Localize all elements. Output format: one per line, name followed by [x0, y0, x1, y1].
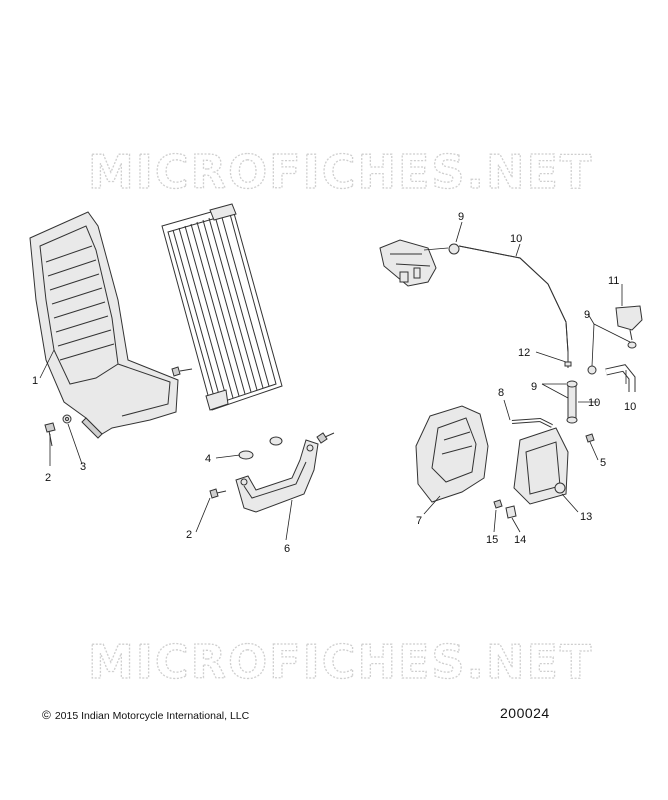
washer-left	[62, 414, 72, 424]
watermark-top: MICROFICHES.NET	[87, 144, 593, 199]
callout-2: 2	[186, 529, 192, 541]
coolant-hose-right	[605, 364, 636, 392]
callout-8: 8	[498, 387, 504, 399]
bolt-left	[44, 422, 56, 447]
fastener-radiator	[171, 366, 193, 377]
coolant-reservoir	[513, 427, 569, 505]
leader-lines	[39, 221, 631, 541]
copyright-notice: ©2015 Indian Motorcycle International, L…	[42, 708, 249, 722]
callout-13: 13	[580, 511, 592, 523]
radiator-core	[161, 203, 283, 411]
callout-4: 4	[205, 453, 211, 465]
callout-1: 1	[32, 375, 38, 387]
radiator-shroud	[29, 211, 179, 439]
callout-10: 10	[588, 397, 600, 409]
callout-6: 6	[284, 543, 290, 555]
diagram-number: 200024	[500, 705, 550, 721]
bleed-tube	[511, 417, 553, 428]
callout-14: 14	[514, 534, 526, 546]
callout-10: 10	[510, 233, 522, 245]
callout-3: 3	[80, 461, 86, 473]
callout-9: 9	[584, 309, 590, 321]
copyright-symbol: ©	[42, 708, 51, 722]
hose-clamp-top	[448, 243, 460, 255]
callout-12: 12	[518, 347, 530, 359]
watermark-text: MICROFICHES.NET	[88, 635, 593, 689]
water-pump	[379, 239, 437, 287]
coolant-hose-upper	[458, 245, 569, 353]
coolant-hose-short	[566, 380, 578, 424]
hose-clamp-right	[587, 341, 637, 375]
nut-14	[505, 505, 517, 519]
callout-2: 2	[45, 472, 51, 484]
callout-10: 10	[624, 401, 636, 413]
callout-9: 9	[531, 381, 537, 393]
fastener-15	[493, 499, 503, 509]
bolt-lower-left	[209, 488, 227, 499]
grommet-4	[238, 436, 283, 460]
callout-7: 7	[416, 515, 422, 527]
reservoir-cap	[615, 305, 643, 341]
watermark-text: MICROFICHES.NET	[88, 145, 593, 199]
callouts: 1 2 3 4 2 6 9 10 11 9 12 8 9 10 10 5 7 1…	[32, 211, 636, 555]
hose-fitting-12	[564, 352, 572, 368]
callout-11: 11	[608, 275, 619, 287]
bolt-upper-right	[316, 432, 335, 444]
callout-15: 15	[486, 534, 498, 546]
callout-9: 9	[458, 211, 464, 223]
mounting-bracket	[235, 439, 319, 513]
copyright-text: 2015 Indian Motorcycle International, LL…	[54, 710, 250, 722]
watermark-bottom: MICROFICHES.NET	[87, 634, 593, 689]
callout-5: 5	[600, 457, 606, 469]
side-cover	[415, 405, 489, 503]
